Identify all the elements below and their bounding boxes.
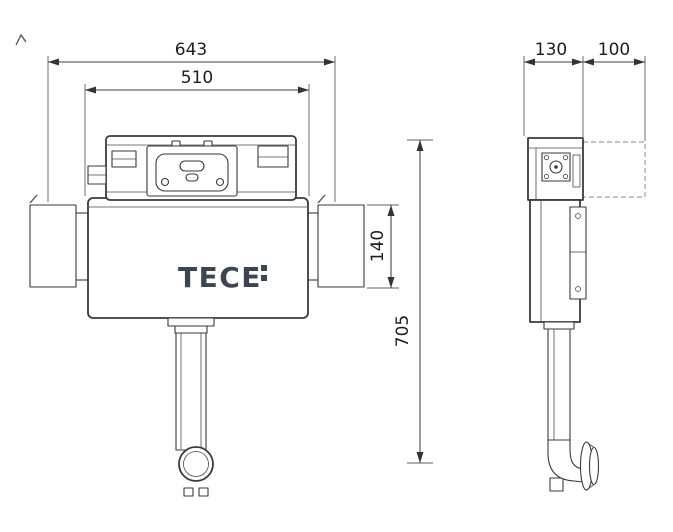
flush-unit bbox=[87, 135, 297, 201]
panel-slot-large bbox=[179, 160, 205, 172]
side-view bbox=[527, 137, 646, 492]
outlet-foot-left bbox=[183, 487, 194, 497]
outlet-gasket bbox=[588, 446, 600, 486]
plate-hole bbox=[575, 213, 581, 219]
flush-pipe bbox=[167, 317, 215, 497]
tece-logo: TECE bbox=[178, 261, 267, 294]
valve-box-right bbox=[257, 145, 289, 168]
dimension-front-offset: 100 bbox=[583, 40, 646, 141]
side-bracket-plate bbox=[569, 206, 587, 300]
panel-slot-small bbox=[185, 173, 199, 182]
pipe-collar-step bbox=[174, 325, 208, 334]
outlet-foot-right bbox=[198, 487, 209, 497]
inlet-port-center bbox=[554, 165, 558, 169]
dimension-total-width: 643 bbox=[47, 40, 336, 202]
dimension-bracket-height: 140 bbox=[367, 204, 399, 289]
dim-label-100: 100 bbox=[598, 40, 630, 60]
side-pipe-flange bbox=[543, 321, 575, 330]
screw-icon bbox=[562, 173, 569, 180]
surface-marks bbox=[15, 33, 326, 204]
dimension-depth: 130 bbox=[523, 40, 584, 140]
cistern-tank bbox=[87, 197, 309, 319]
access-panel bbox=[155, 153, 229, 192]
tece-logo-colon bbox=[261, 265, 267, 271]
flange-edge bbox=[586, 484, 595, 491]
tece-logo-text: TECE bbox=[178, 261, 262, 294]
panel-screw-left bbox=[160, 177, 170, 187]
screw-icon bbox=[562, 154, 569, 161]
mounting-bracket-left bbox=[29, 204, 77, 288]
side-foot bbox=[549, 477, 564, 492]
bracket-corner-mark-right bbox=[317, 194, 326, 204]
front-view: TECE bbox=[29, 135, 365, 497]
dimension-total-height: 705 bbox=[393, 139, 433, 464]
screw-icon bbox=[543, 154, 550, 161]
outlet-elbow bbox=[547, 439, 585, 483]
dim-label-130: 130 bbox=[535, 40, 567, 60]
screw-icon bbox=[543, 173, 550, 180]
dim-label-510: 510 bbox=[181, 68, 213, 88]
inlet-port bbox=[549, 160, 563, 174]
outlet-circle bbox=[178, 446, 214, 482]
side-pipe bbox=[547, 328, 571, 441]
plate-hole bbox=[575, 286, 581, 292]
outlet-circle-inner bbox=[183, 451, 209, 477]
dim-label-643: 643 bbox=[175, 40, 207, 60]
dim-label-140: 140 bbox=[368, 230, 388, 262]
flange-edge bbox=[586, 441, 595, 448]
bracket-corner-mark-left bbox=[29, 194, 38, 204]
surface-finish-mark bbox=[15, 33, 27, 46]
side-label-strip bbox=[572, 154, 581, 188]
pipe-body bbox=[175, 332, 207, 451]
tece-logo-colon bbox=[261, 275, 267, 281]
wall-zone-dashed bbox=[582, 141, 646, 198]
dim-label-705: 705 bbox=[393, 315, 413, 347]
pipe-collar bbox=[167, 317, 215, 327]
dimension-tank-width: 510 bbox=[84, 68, 310, 196]
mounting-bracket-right bbox=[317, 204, 365, 288]
panel-screw-right bbox=[215, 177, 225, 187]
